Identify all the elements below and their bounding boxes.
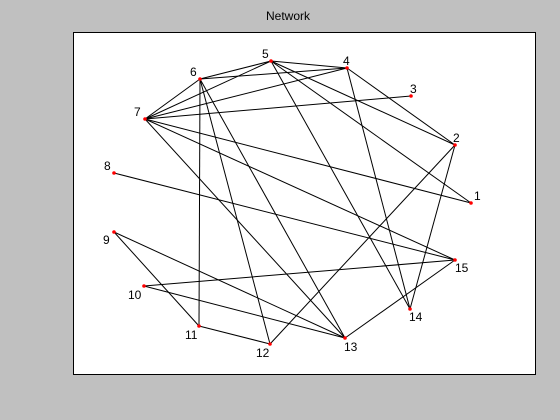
- edge-10-15: [143, 259, 456, 287]
- node-7: [143, 117, 147, 121]
- edge-6-11: [198, 78, 201, 327]
- node-label-13: 13: [344, 340, 358, 354]
- node-6: [198, 77, 202, 81]
- node-label-7: 7: [134, 105, 141, 119]
- node-13: [343, 336, 347, 340]
- edge-4-14: [346, 67, 411, 310]
- edge-5-6: [199, 60, 272, 80]
- node-5: [269, 59, 273, 63]
- node-label-15: 15: [455, 261, 469, 275]
- node-label-3: 3: [410, 82, 417, 96]
- edge-7-1: [144, 118, 472, 204]
- node-14: [408, 307, 412, 311]
- nodes-layer: [112, 59, 473, 346]
- edge-8-15: [113, 172, 456, 261]
- edge-5-4: [270, 60, 348, 69]
- node-2: [453, 143, 457, 147]
- node-label-2: 2: [453, 131, 460, 145]
- node-4: [345, 66, 349, 70]
- edges-layer: [113, 60, 472, 345]
- edge-4-6: [199, 67, 348, 80]
- edge-5-2: [270, 60, 456, 146]
- edge-4-2: [346, 67, 456, 146]
- node-label-4: 4: [343, 54, 350, 68]
- node-label-14: 14: [409, 310, 423, 324]
- edge-2-14: [409, 144, 456, 310]
- node-1: [469, 201, 473, 205]
- edge-6-12: [199, 78, 271, 345]
- node-10: [142, 284, 146, 288]
- edge-9-11: [113, 231, 200, 327]
- edge-11-12: [198, 325, 271, 345]
- node-3: [409, 94, 413, 98]
- edge-13-15: [344, 259, 456, 339]
- plot-title: Network: [265, 9, 310, 23]
- node-11: [197, 324, 201, 328]
- node-label-8: 8: [104, 159, 111, 173]
- node-9: [112, 230, 116, 234]
- edge-7-3: [144, 95, 412, 120]
- node-label-6: 6: [190, 65, 197, 79]
- node-8: [112, 171, 116, 175]
- node-12: [268, 342, 272, 346]
- edge-6-7: [144, 78, 201, 120]
- edge-7-13: [144, 118, 346, 339]
- node-label-10: 10: [128, 288, 142, 302]
- node-label-9: 9: [103, 233, 110, 247]
- edge-5-14: [270, 60, 411, 310]
- axes-box: [73, 32, 536, 375]
- edge-4-7: [144, 67, 348, 120]
- edge-6-13: [199, 78, 346, 339]
- edge-10-13: [143, 285, 346, 339]
- edge-5-7: [144, 60, 272, 120]
- edge-7-15: [144, 118, 456, 261]
- node-15: [453, 258, 457, 262]
- node-label-12: 12: [256, 346, 270, 360]
- node-label-5: 5: [262, 47, 269, 61]
- edge-12-2: [269, 144, 456, 345]
- node-label-11: 11: [185, 328, 198, 342]
- node-label-1: 1: [474, 189, 481, 203]
- edge-5-1: [270, 60, 472, 204]
- edge-9-13: [113, 231, 346, 339]
